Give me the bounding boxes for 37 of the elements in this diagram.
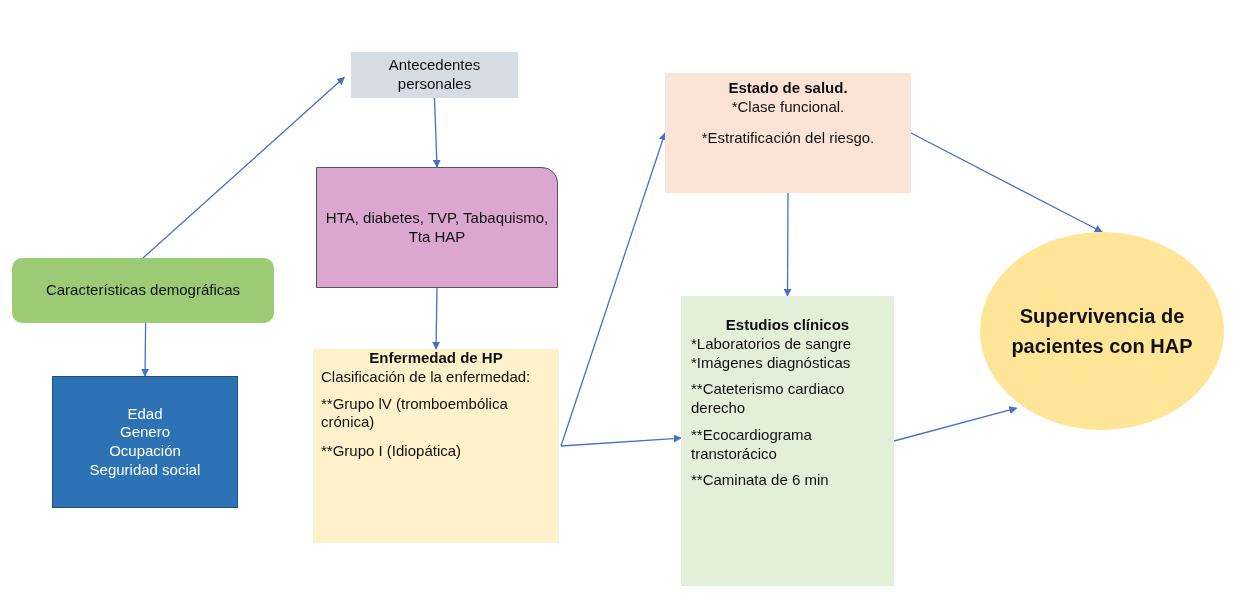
heading-text: Estudios clínicos bbox=[724, 316, 851, 335]
process-box bbox=[351, 52, 518, 98]
body-text: **Caminata de 6 min bbox=[691, 471, 830, 490]
body-text: Seguridad social bbox=[88, 460, 202, 480]
body-text: Clasificación de la enfermedad: bbox=[321, 367, 532, 387]
arrow bbox=[893, 406, 1018, 442]
arrow bbox=[560, 434, 682, 447]
heading-text: Supervivencia de pacientes con HAP bbox=[1010, 304, 1194, 359]
body-text: Ocupación bbox=[108, 442, 182, 461]
body-text: Edad bbox=[126, 404, 164, 424]
arrow bbox=[910, 132, 1103, 233]
body-text: Características demográficas bbox=[44, 281, 242, 300]
arrow bbox=[432, 287, 441, 350]
process-box bbox=[316, 167, 558, 288]
body-text: HTA, diabetes, TVP, Tabaquismo, Tta HAP bbox=[324, 208, 550, 247]
process-box bbox=[313, 349, 559, 543]
arrow bbox=[783, 192, 792, 297]
process-box bbox=[52, 376, 238, 508]
heading-text: Estado de salud. bbox=[727, 79, 849, 98]
process-box bbox=[665, 73, 911, 193]
body-text: *Estratificación del riesgo. bbox=[700, 128, 876, 148]
body-text: *Laboratorios de sangre bbox=[691, 334, 853, 354]
body-text: *Imágenes diagnósticas bbox=[691, 353, 852, 373]
body-text: *Clase funcional. bbox=[730, 97, 846, 117]
arrow bbox=[142, 76, 345, 259]
body-text: Genero bbox=[118, 423, 171, 442]
arrow bbox=[560, 132, 667, 447]
body-text: **Cateterismo cardiaco derecho bbox=[691, 380, 846, 418]
process-box bbox=[681, 296, 894, 586]
body-text: Antecedentes personales bbox=[387, 56, 482, 94]
arrow bbox=[141, 322, 150, 377]
arrow bbox=[432, 97, 441, 168]
body-text: **Grupo I (Idiopática) bbox=[321, 442, 463, 461]
body-text: **Ecocardiograma transtorácico bbox=[691, 425, 813, 464]
rounded-box bbox=[12, 258, 274, 323]
heading-text: Enfermedad de HP bbox=[368, 349, 504, 368]
body-text: **Grupo lV (tromboembólica crónica) bbox=[321, 394, 509, 432]
